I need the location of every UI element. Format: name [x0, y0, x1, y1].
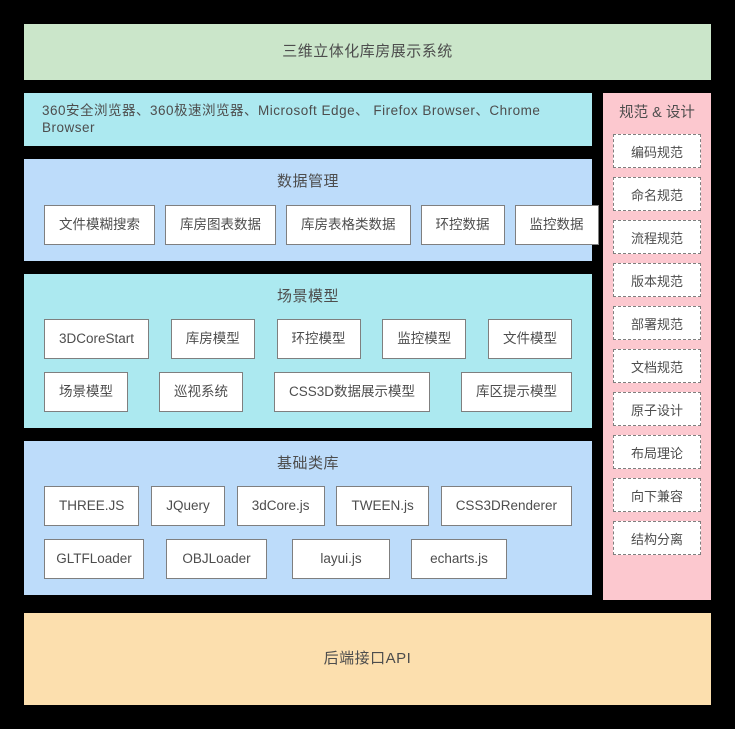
scene-model-item[interactable]: 巡视系统 [158, 372, 243, 412]
sidebar-item-coding-standard[interactable]: 编码规范 [613, 134, 701, 169]
sidebar-item-layout-theory[interactable]: 布局理论 [613, 435, 701, 470]
base-library-item[interactable]: 3dCore.js [236, 486, 325, 526]
base-library-item[interactable]: OBJLoader [166, 539, 267, 579]
main-content-split: 360安全浏览器、360极速浏览器、Microsoft Edge、 Firefo… [24, 93, 711, 600]
data-management-title: 数据管理 [276, 173, 339, 190]
scene-model-item[interactable]: 监控模型 [382, 319, 467, 359]
scene-model-band: 场景模型 3DCoreStart 库房模型 环控模型 监控模型 文件模型 场景模… [24, 274, 592, 428]
standards-design-sidebar: 规范 & 设计 编码规范 命名规范 流程规范 版本规范 部署规范 文档规范 原子… [603, 93, 711, 600]
base-library-item[interactable]: TWEEN.js [336, 486, 429, 526]
backend-api-band: 后端接口API [24, 613, 711, 705]
sidebar-item-version-standard[interactable]: 版本规范 [613, 263, 701, 298]
scene-model-item[interactable]: 3DCoreStart [44, 319, 150, 359]
scene-model-item[interactable]: 文件模型 [487, 319, 572, 359]
sidebar-item-structure-separation[interactable]: 结构分离 [613, 521, 701, 556]
sidebar-item-backward-compatibility[interactable]: 向下兼容 [613, 478, 701, 513]
base-library-item[interactable]: CSS3DRenderer [440, 486, 572, 526]
data-management-item[interactable]: 文件模糊搜索 [44, 205, 155, 245]
sidebar-item-process-standard[interactable]: 流程规范 [613, 220, 701, 255]
base-library-item[interactable]: JQuery [151, 486, 225, 526]
base-library-title: 基础类库 [276, 455, 339, 472]
sidebar-item-document-standard[interactable]: 文档规范 [613, 349, 701, 384]
backend-api-title: 后端接口API [323, 650, 412, 667]
supported-browsers-text: 360安全浏览器、360极速浏览器、Microsoft Edge、 Firefo… [42, 103, 541, 135]
base-library-item[interactable]: GLTFLoader [44, 539, 144, 579]
base-library-row-1: THREE.JS JQuery 3dCore.js TWEEN.js CSS3D… [44, 486, 572, 526]
sidebar-item-naming-standard[interactable]: 命名规范 [613, 177, 701, 212]
base-library-item[interactable]: echarts.js [411, 539, 507, 579]
sidebar-item-atomic-design[interactable]: 原子设计 [613, 392, 701, 427]
data-management-item[interactable]: 库房图表数据 [165, 205, 276, 245]
data-management-item[interactable]: 库房表格类数据 [286, 205, 411, 245]
data-management-items: 文件模糊搜索 库房图表数据 库房表格类数据 环控数据 监控数据 [44, 205, 599, 245]
scene-model-item[interactable]: CSS3D数据展示模型 [273, 372, 430, 412]
system-title-band: 三维立体化库房展示系统 [24, 24, 711, 80]
scene-model-item[interactable]: 场景模型 [44, 372, 128, 412]
scene-model-item[interactable]: 库区提示模型 [460, 372, 572, 412]
base-library-item[interactable]: layui.js [292, 539, 390, 579]
supported-browsers-band: 360安全浏览器、360极速浏览器、Microsoft Edge、 Firefo… [24, 93, 592, 146]
base-library-band: 基础类库 THREE.JS JQuery 3dCore.js TWEEN.js … [24, 441, 592, 595]
base-library-row-2: GLTFLoader OBJLoader layui.js echarts.js [44, 539, 572, 579]
scene-model-row-1: 3DCoreStart 库房模型 环控模型 监控模型 文件模型 [44, 319, 572, 359]
data-management-band: 数据管理 文件模糊搜索 库房图表数据 库房表格类数据 环控数据 监控数据 [24, 159, 599, 261]
scene-model-title: 场景模型 [276, 288, 339, 305]
scene-model-item[interactable]: 库房模型 [170, 319, 255, 359]
data-management-item[interactable]: 环控数据 [420, 205, 505, 245]
left-column: 360安全浏览器、360极速浏览器、Microsoft Edge、 Firefo… [24, 93, 599, 600]
page-title: 三维立体化库房展示系统 [282, 43, 453, 60]
data-management-item[interactable]: 监控数据 [514, 205, 599, 245]
sidebar-item-deployment-standard[interactable]: 部署规范 [613, 306, 701, 341]
scene-model-item[interactable]: 环控模型 [276, 319, 361, 359]
sidebar-title: 规范 & 设计 [619, 105, 695, 121]
scene-model-row-2: 场景模型 巡视系统 CSS3D数据展示模型 库区提示模型 [44, 372, 572, 412]
base-library-item[interactable]: THREE.JS [44, 486, 140, 526]
